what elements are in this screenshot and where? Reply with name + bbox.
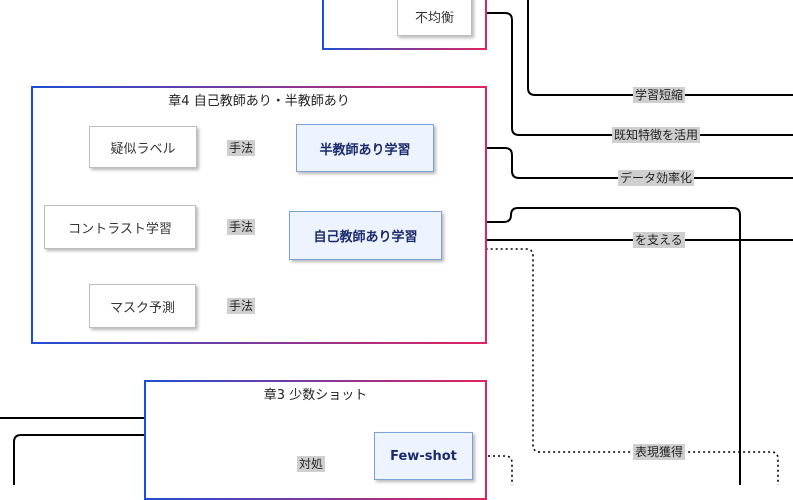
edge-self-to-down xyxy=(442,207,741,485)
edge-label-representation: 表現獲得 xyxy=(633,444,686,460)
node-mask-prediction[interactable]: マスク予測 xyxy=(89,284,196,328)
node-imbalance[interactable]: 不均衡 xyxy=(397,0,472,36)
edge-label-address: 対処 xyxy=(297,456,326,472)
edge-label-use-known-features: 既知特徴を活用 xyxy=(612,127,701,143)
group-chapter-3-title: 章3 少数ショット xyxy=(263,388,368,403)
edge-label-method-3: 手法 xyxy=(227,298,256,314)
node-few-shot[interactable]: Few-shot xyxy=(374,432,473,480)
node-contrastive[interactable]: コントラスト学習 xyxy=(44,205,196,249)
edge-shorten-learning xyxy=(527,0,793,96)
edge-label-method-2: 手法 xyxy=(227,219,256,235)
edge-data-efficiency xyxy=(434,147,793,179)
node-pseudo-label[interactable]: 疑似ラベル xyxy=(89,126,197,168)
edge-label-support: を支える xyxy=(633,232,685,248)
edge-label-shorten-learning: 学習短縮 xyxy=(633,87,686,103)
edge-label-data-efficiency: データ効率化 xyxy=(618,170,695,186)
group-chapter-4-title: 章4 自己教師あり・半教師あり xyxy=(168,94,350,109)
edge-representation xyxy=(442,245,779,485)
edge-use-known-features xyxy=(472,12,793,136)
edge-label-method-1: 手法 xyxy=(227,140,256,156)
node-semi-supervised[interactable]: 半教師あり学習 xyxy=(296,124,434,172)
node-self-supervised[interactable]: 自己教師あり学習 xyxy=(289,211,442,260)
